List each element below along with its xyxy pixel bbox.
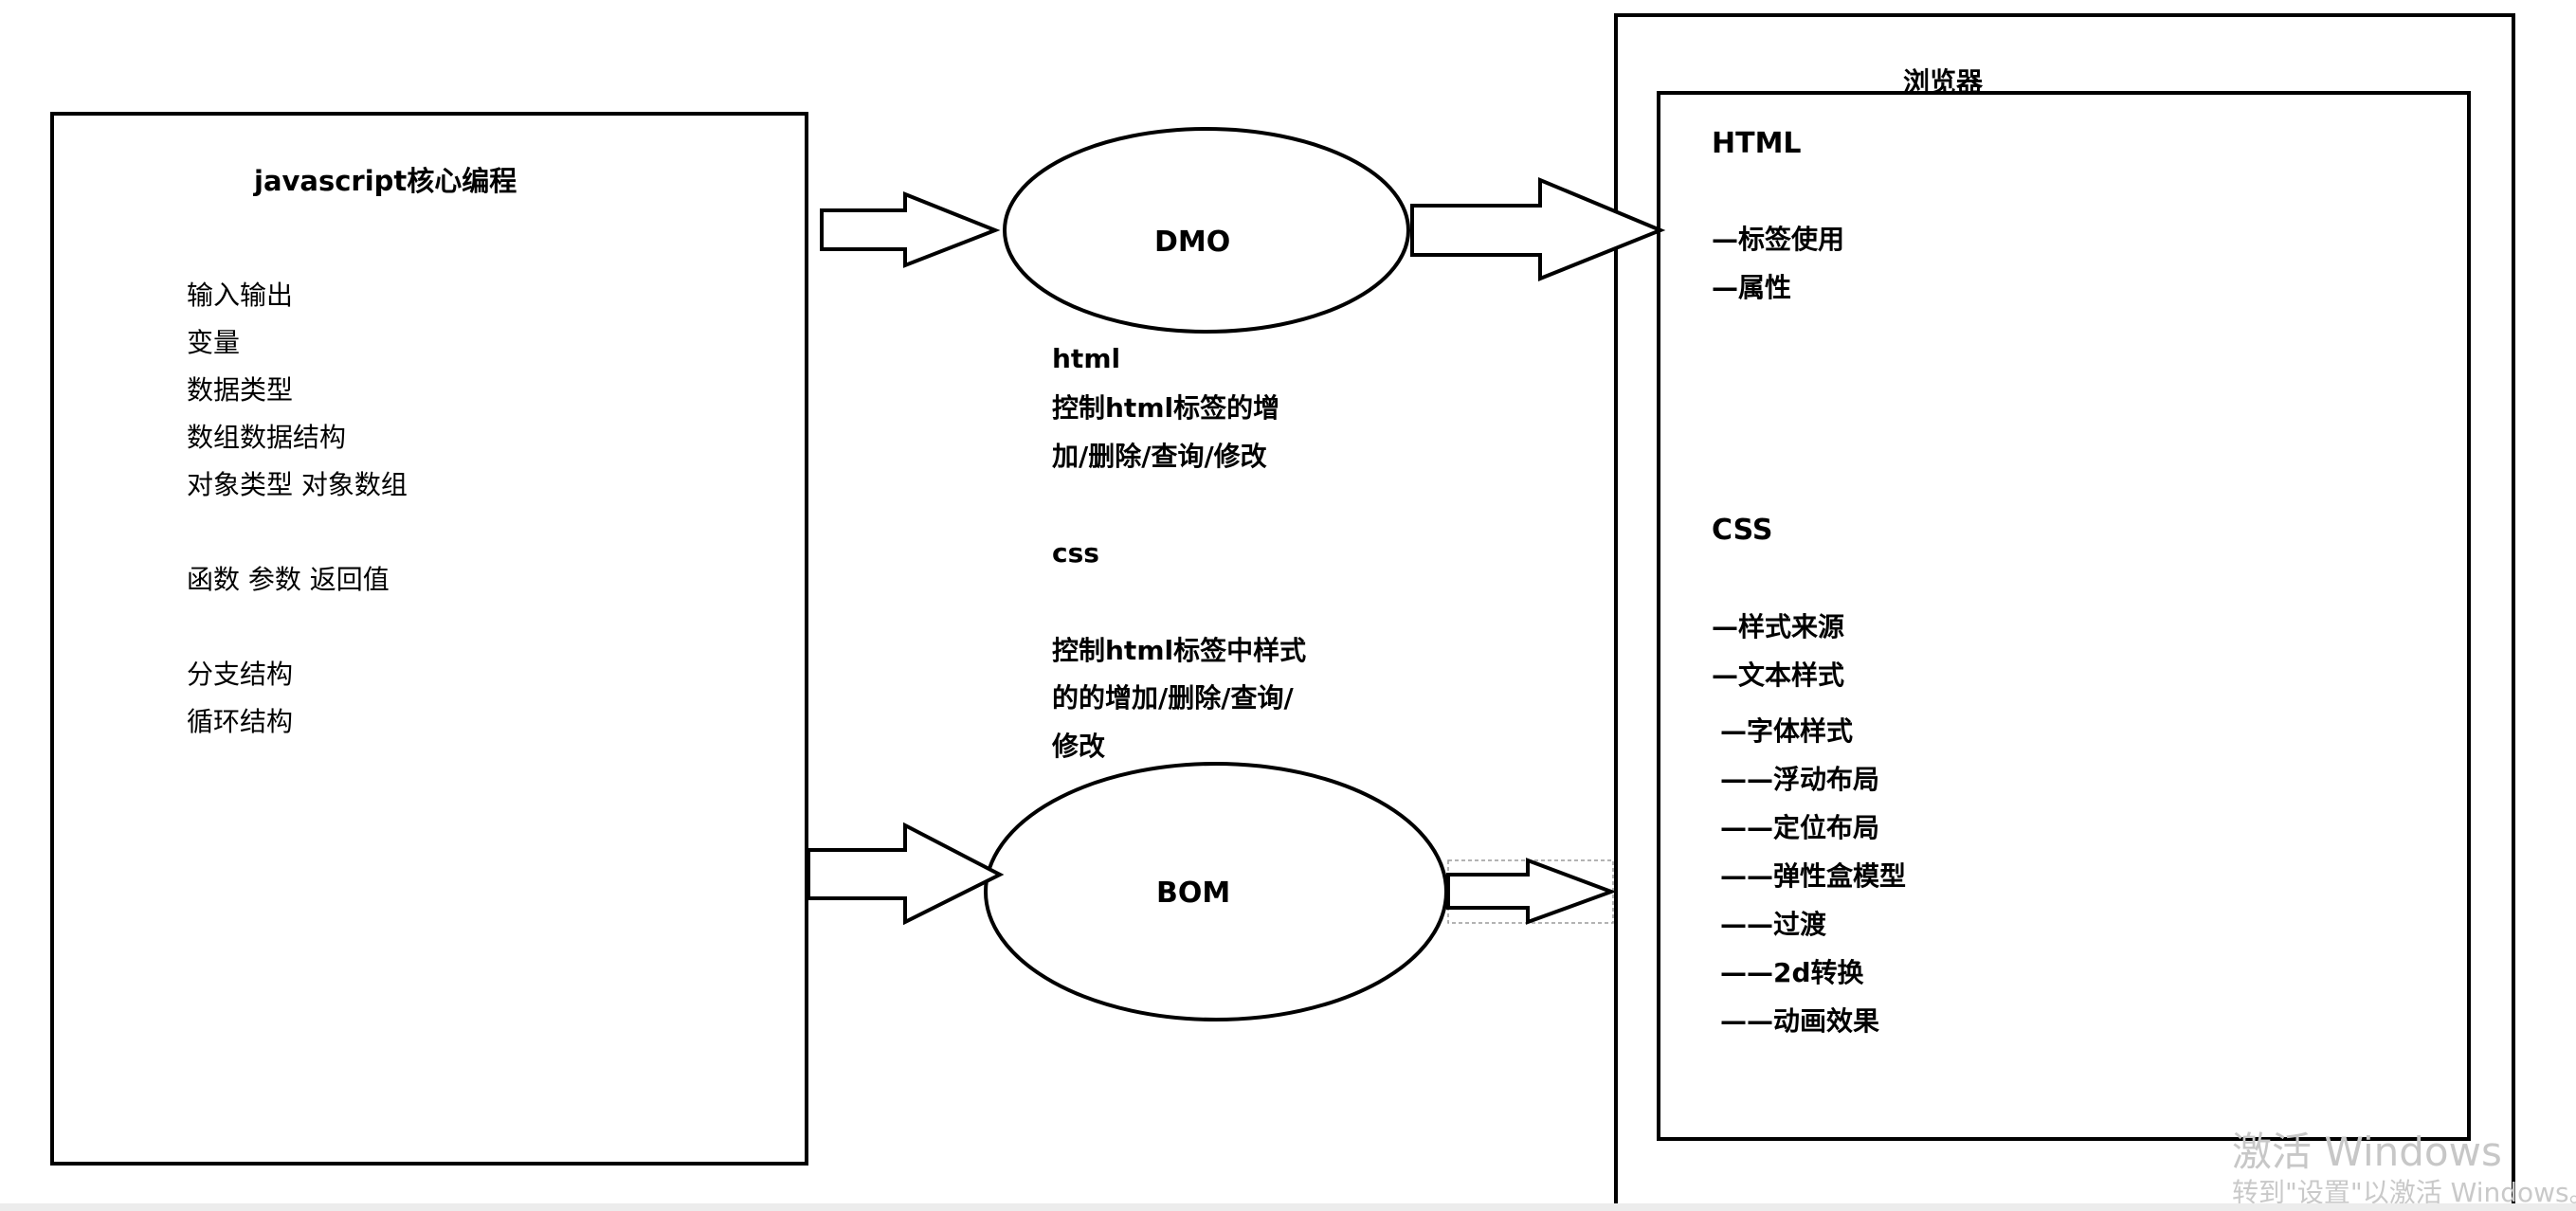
css-item: ——动画效果	[1720, 1005, 1880, 1037]
css-item: —文本样式	[1712, 660, 1845, 691]
html-heading: HTML	[1712, 127, 1802, 160]
dmo-note: 修改	[1052, 731, 1106, 762]
list-item: 数组数据结构	[187, 422, 347, 453]
activation-watermark-title: 激活 Windows	[2232, 1129, 2502, 1175]
browser-title: 浏览器	[1903, 66, 1984, 98]
list-item: 数据类型	[187, 374, 294, 406]
css-item: ——浮动布局	[1720, 764, 1880, 795]
browser-outer-box	[1614, 13, 2515, 1211]
dmo-ellipse	[1003, 127, 1410, 334]
list-item: 分支结构	[187, 659, 294, 690]
html-item: —标签使用	[1712, 224, 1845, 255]
dmo-note: 的的增加/删除/查询/	[1052, 682, 1294, 714]
css-item: ——定位布局	[1720, 812, 1880, 843]
dmo-note: html	[1052, 343, 1121, 374]
list-item: 函数 参数 返回值	[187, 564, 390, 595]
arrow-dmo-to-browser	[1410, 176, 1666, 281]
css-item: ——过渡	[1720, 909, 1827, 940]
css-item: —字体样式	[1720, 715, 1854, 747]
dmo-label: DMO	[1154, 226, 1231, 259]
dmo-note: 控制html标签中样式	[1052, 635, 1307, 666]
css-item: ——弹性盒模型	[1720, 860, 1907, 892]
left-box	[50, 112, 808, 1166]
html-item: —属性	[1712, 272, 1792, 303]
left-box-title: javascript核心编程	[254, 165, 517, 197]
browser-inner-box	[1657, 91, 2471, 1141]
arrow-bom-to-browser	[1446, 858, 1617, 925]
css-item: —样式来源	[1712, 611, 1845, 642]
css-item: ——2d转换	[1720, 957, 1864, 988]
list-item: 输入输出	[187, 280, 294, 311]
css-heading: CSS	[1712, 514, 1773, 547]
list-item: 循环结构	[187, 706, 294, 737]
bottom-edge-strip	[0, 1203, 2576, 1211]
arrow-left-to-bom	[807, 822, 1005, 926]
list-item: 变量	[187, 327, 241, 358]
dmo-note: 控制html标签的增	[1052, 392, 1280, 424]
activation-watermark-subtitle: 转到"设置"以激活 Windows。	[2232, 1177, 2576, 1208]
dmo-note: 加/删除/查询/修改	[1052, 441, 1267, 472]
list-item: 对象类型 对象数组	[187, 469, 408, 500]
arrow-left-to-dmo	[820, 191, 1001, 268]
dmo-note: css	[1052, 537, 1099, 569]
bom-label: BOM	[1156, 877, 1231, 910]
